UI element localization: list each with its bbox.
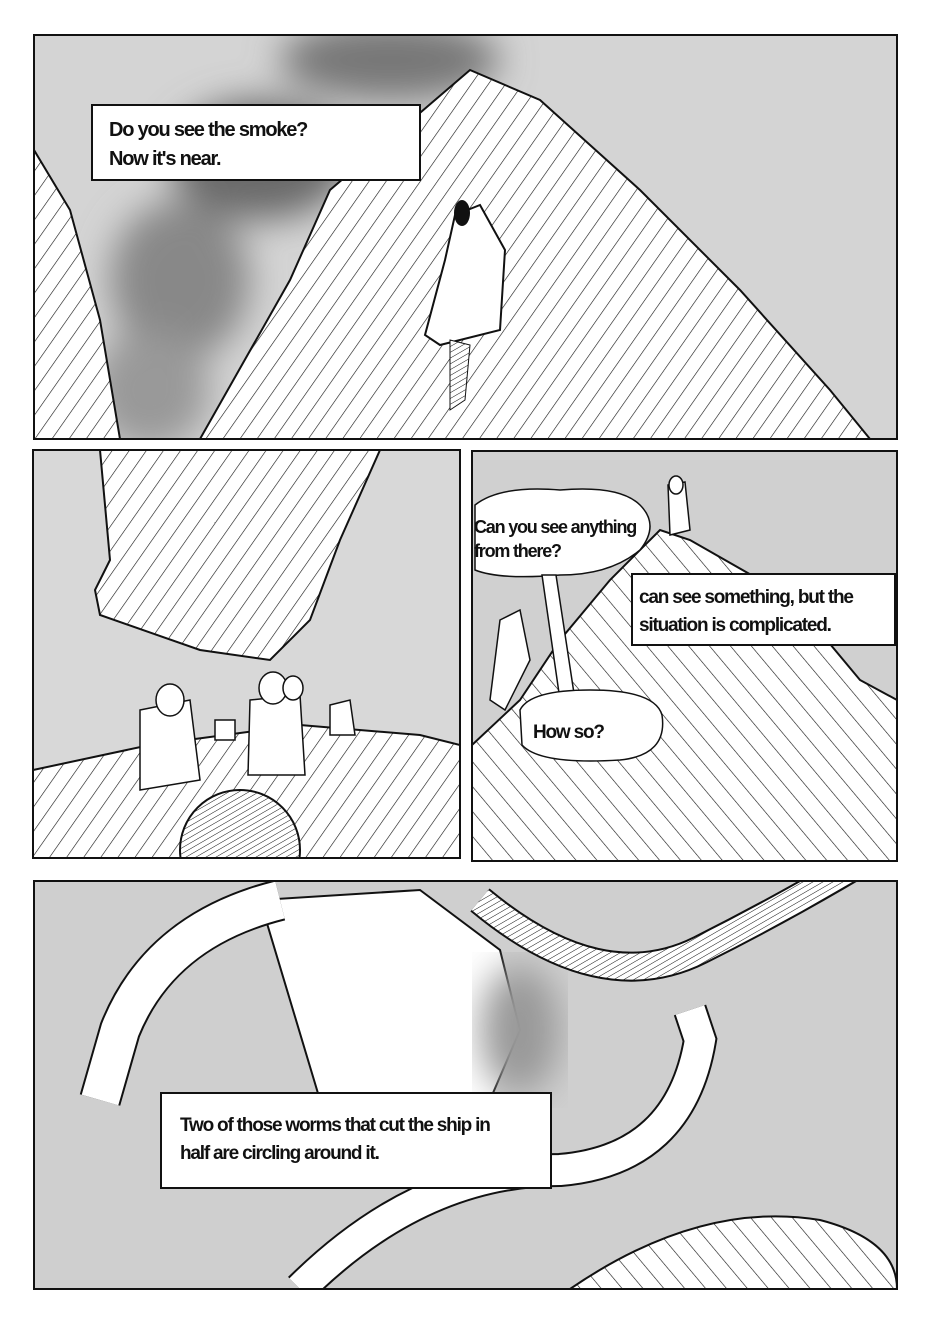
panel-1-border bbox=[33, 34, 898, 440]
panel-3-speech-bubble-2: How so? bbox=[533, 720, 605, 746]
panel-1-caption: Do you see the smoke? Now it's near. bbox=[91, 104, 421, 181]
panel-3-border bbox=[471, 450, 898, 862]
panel-3-caption: can see something, but the situation is … bbox=[631, 573, 896, 646]
panel-3-art bbox=[472, 451, 897, 861]
caption-line: Now it's near. bbox=[109, 148, 222, 170]
caption-line: Do you see the smoke? bbox=[109, 119, 308, 141]
group-of-figures bbox=[139, 671, 356, 791]
panel-4-caption: Two of those worms that cut the ship in … bbox=[160, 1092, 552, 1189]
caption-line: situation is complicated. bbox=[639, 614, 832, 636]
bubble-text: How so? bbox=[533, 722, 605, 743]
panel-4-art bbox=[34, 881, 897, 1289]
caption-line: can see something, but the bbox=[639, 587, 854, 608]
worm-2-body bbox=[568, 1215, 897, 1289]
bubble-line: from there? bbox=[474, 541, 562, 562]
panel-2-border bbox=[32, 449, 461, 859]
panel-1-art bbox=[34, 35, 897, 439]
caption-line: Two of those worms that cut the ship in bbox=[180, 1115, 491, 1136]
panel-2-art bbox=[33, 450, 460, 858]
speech-bubble-2-shape bbox=[519, 689, 664, 762]
panel-3-speech-bubble-1: Can you see anything from there? bbox=[474, 515, 637, 564]
figure-on-peak bbox=[667, 475, 691, 536]
hooded-figure-climbing bbox=[423, 200, 507, 411]
panel-4-border bbox=[33, 880, 898, 1290]
cliff-left bbox=[34, 148, 122, 439]
bubble-line: Can you see anything bbox=[474, 517, 637, 537]
figure-climbing bbox=[489, 608, 531, 712]
rock-overhang bbox=[93, 450, 382, 662]
speech-bubble-1-shape bbox=[474, 488, 651, 578]
caption-line: half are circling around it. bbox=[180, 1142, 380, 1164]
